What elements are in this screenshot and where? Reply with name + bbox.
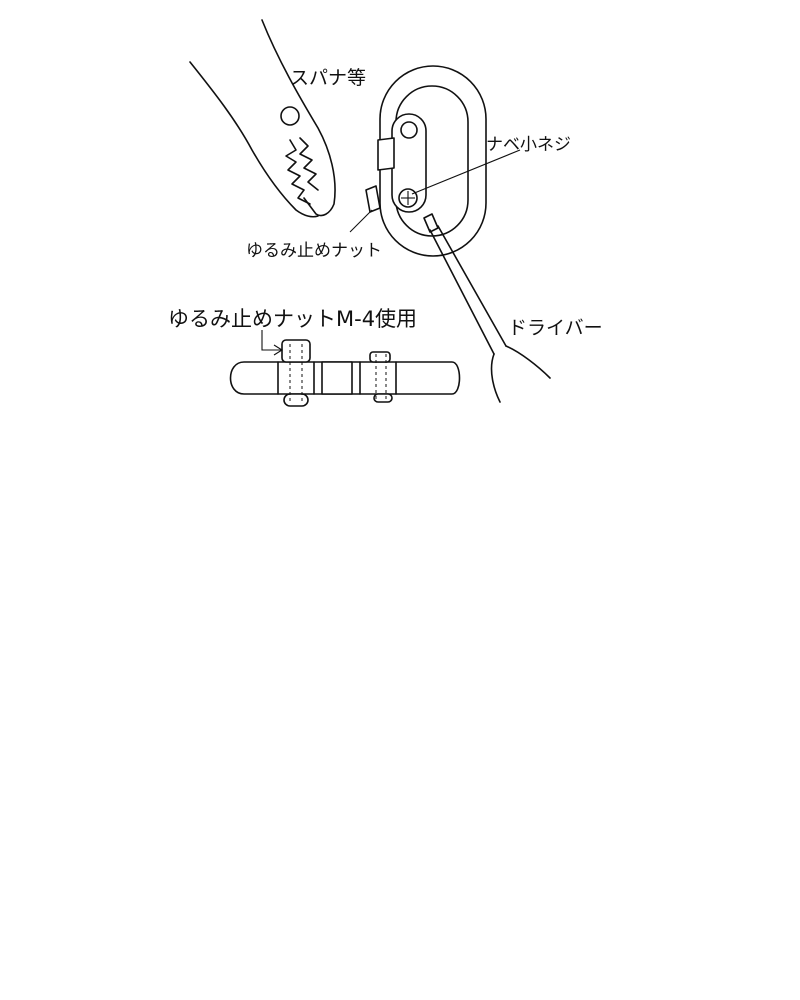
loop-fitting-illustration	[377, 65, 487, 257]
label-lock-nut-m4: ゆるみ止めナットM-4使用	[168, 307, 417, 331]
side-view-illustration	[229, 339, 461, 407]
label-pan-head-screw: ナベ小ネジ	[486, 135, 571, 155]
leader-pan-head-screw	[411, 149, 521, 195]
label-lock-nut: ゆるみ止めナット	[246, 241, 382, 261]
label-screwdriver: ドライバー	[508, 317, 603, 339]
screwdriver-illustration	[423, 213, 551, 403]
leader-lock-nut-m4	[261, 330, 282, 351]
label-wrench: スパナ等	[290, 67, 366, 89]
wrench-illustration	[189, 19, 381, 218]
leader-lock-nut	[349, 209, 373, 233]
